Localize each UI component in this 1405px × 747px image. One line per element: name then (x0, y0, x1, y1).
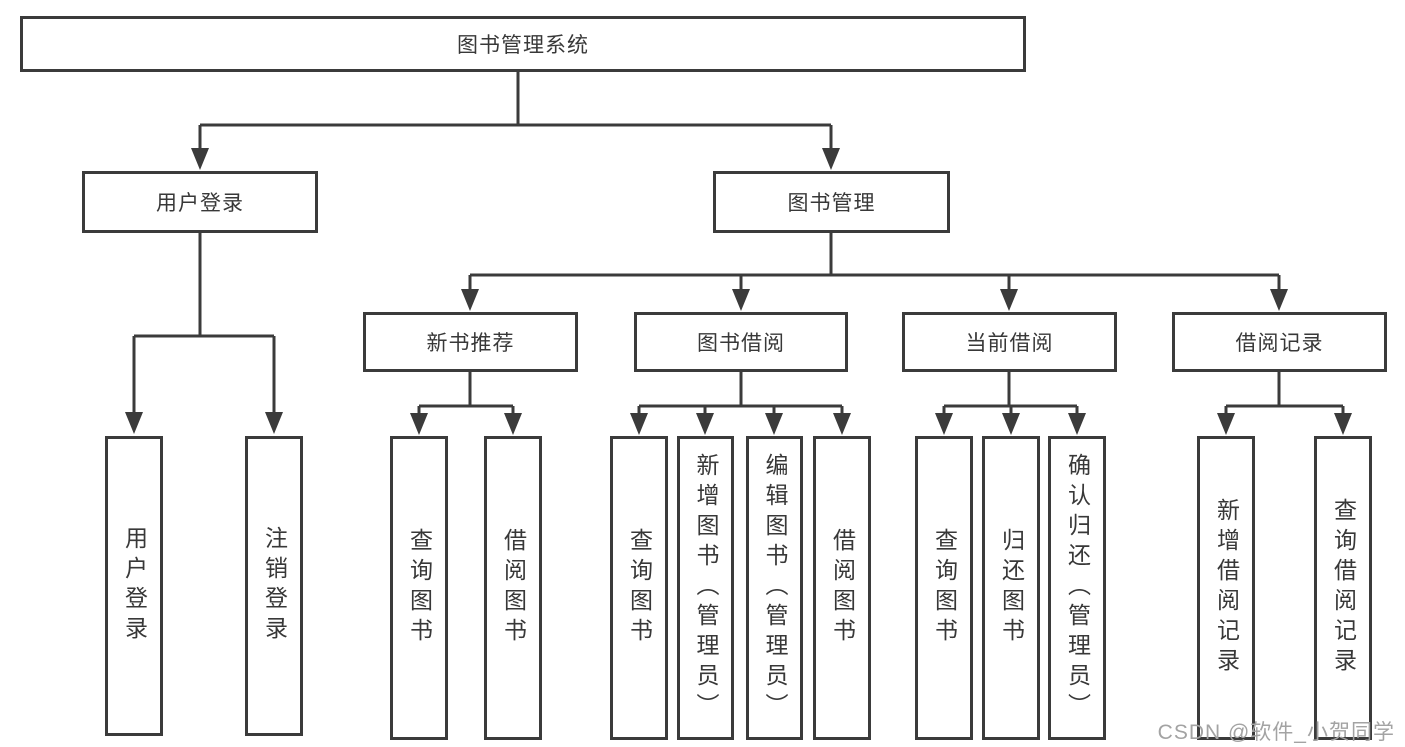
node-new-book-recommend: 新书推荐 (363, 312, 578, 372)
node-bb-add-book-admin: 新增图书（管理员） (677, 436, 734, 740)
node-label: 查询图书 (626, 528, 653, 648)
node-br-query-record: 查询借阅记录 (1314, 436, 1372, 740)
node-label: 新增借阅记录 (1213, 498, 1240, 678)
node-label: 用户登录 (121, 526, 148, 646)
arrowheads (125, 148, 1352, 435)
node-cb-confirm-return-admin: 确认归还（管理员） (1048, 436, 1106, 740)
node-label: 确认归还（管理员） (1064, 453, 1091, 723)
node-borrow-records: 借阅记录 (1172, 312, 1387, 372)
node-label: 查询借阅记录 (1330, 498, 1357, 678)
node-current-borrow: 当前借阅 (902, 312, 1117, 372)
node-cb-return-book: 归还图书 (982, 436, 1040, 740)
node-label: 注销登录 (261, 526, 288, 646)
node-book-borrow: 图书借阅 (634, 312, 848, 372)
node-label: 借阅图书 (829, 528, 856, 648)
node-root: 图书管理系统 (20, 16, 1026, 72)
node-logout: 注销登录 (245, 436, 303, 736)
node-label: 归还图书 (998, 528, 1025, 648)
node-label: 借阅图书 (500, 528, 527, 648)
node-br-add-record: 新增借阅记录 (1197, 436, 1255, 740)
node-label: 查询图书 (406, 528, 433, 648)
csdn-watermark: CSDN @软件_小贺同学 (1157, 721, 1395, 744)
node-bb-borrow-book: 借阅图书 (813, 436, 871, 740)
node-nbr-query-book: 查询图书 (390, 436, 448, 740)
node-bb-edit-book-admin: 编辑图书（管理员） (746, 436, 803, 740)
node-label: 查询图书 (931, 528, 958, 648)
node-nbr-borrow-book: 借阅图书 (484, 436, 542, 740)
node-label: 编辑图书（管理员） (762, 453, 788, 723)
node-book-management: 图书管理 (713, 171, 950, 233)
node-label: 新增图书（管理员） (693, 453, 719, 723)
node-user-login-group: 用户登录 (82, 171, 318, 233)
node-cb-query-book: 查询图书 (915, 436, 973, 740)
node-user-login: 用户登录 (105, 436, 163, 736)
node-bb-query-book: 查询图书 (610, 436, 668, 740)
